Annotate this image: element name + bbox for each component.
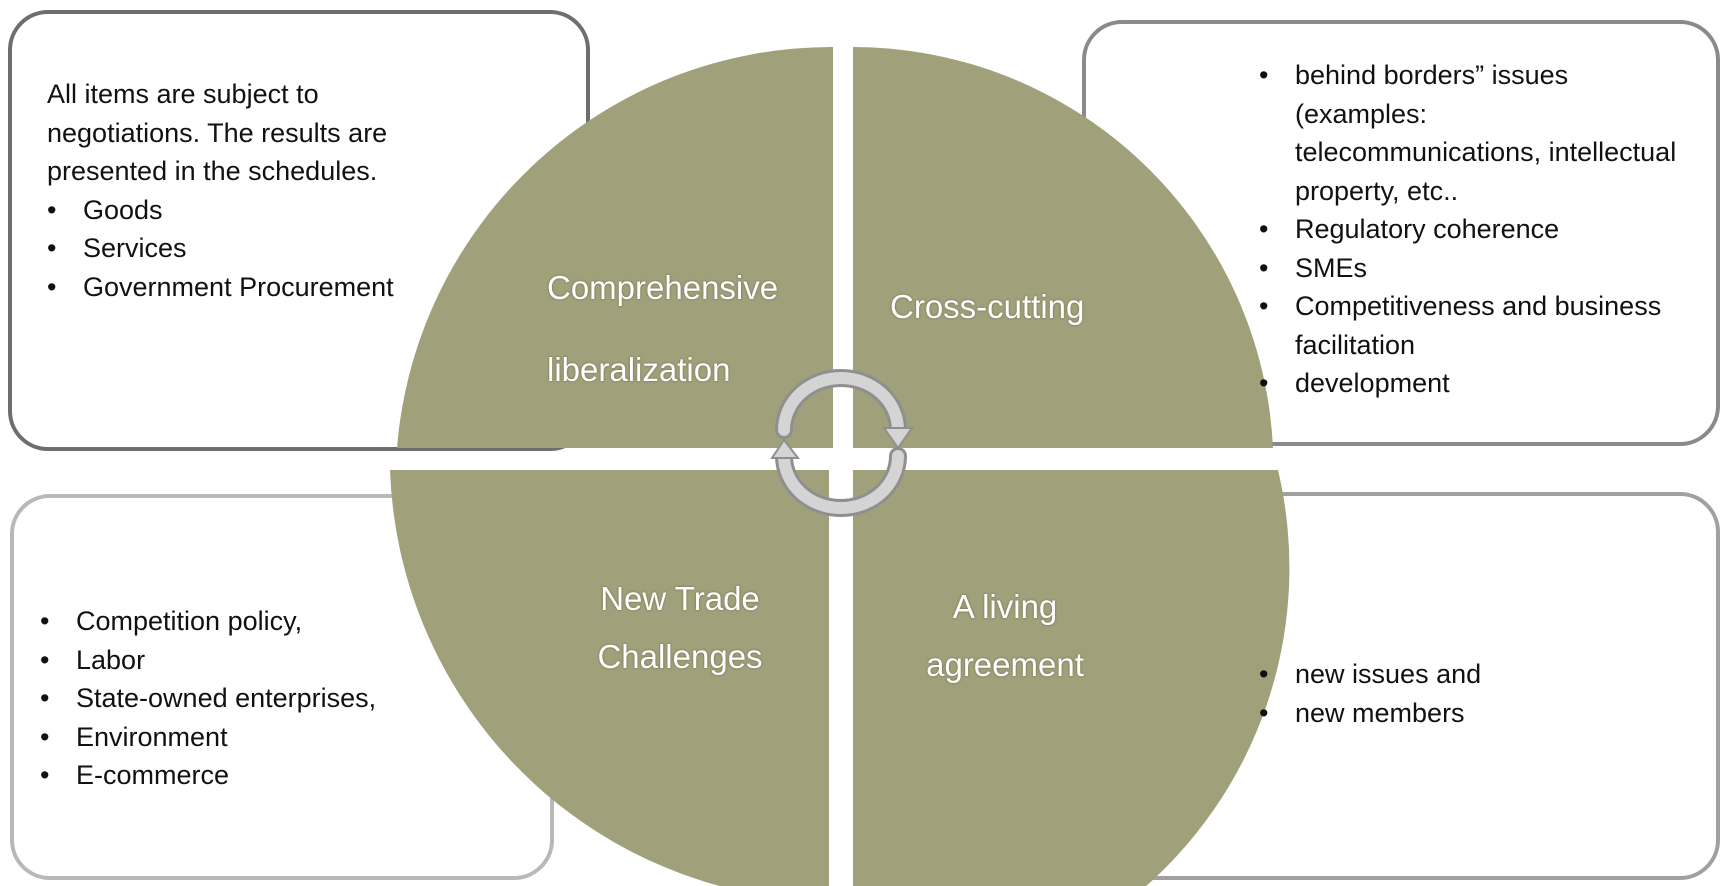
- list-item: Services: [47, 229, 407, 268]
- list-item: Competition policy,: [40, 602, 460, 641]
- top-left-list: Goods Services Government Procurement: [47, 191, 407, 307]
- quadrant-label-living-agreement: A living agreement: [900, 578, 1110, 694]
- list-item: development: [1258, 364, 1678, 403]
- quadrant-label-line: agreement: [926, 646, 1084, 683]
- quadrant-new-trade: [390, 470, 829, 886]
- list-item: new issues and: [1258, 655, 1678, 694]
- quadrant-label-line: Comprehensive: [547, 269, 779, 306]
- quadrant-label-line: liberalization: [547, 351, 731, 388]
- quadrant-comprehensive: [397, 46, 833, 449]
- list-item: Government Procurement: [47, 268, 407, 307]
- list-item: Goods: [47, 191, 407, 230]
- list-item: new members: [1258, 694, 1678, 733]
- quadrant-label-cross-cutting: Cross-cutting: [890, 288, 1085, 325]
- list-item: behind borders” issues (examples: teleco…: [1258, 56, 1678, 210]
- quadrant-label-comprehensive: Comprehensive liberalization: [547, 247, 778, 411]
- bottom-left-text: Competition policy, Labor State-owned en…: [40, 602, 460, 795]
- quadrant-label-line: A living: [952, 588, 1058, 625]
- quadrant-living-agreement: [853, 470, 1290, 886]
- list-item: Environment: [40, 718, 460, 757]
- top-left-intro: All items are subject to negotiations. T…: [47, 79, 388, 186]
- bottom-right-text: new issues and new members: [1258, 655, 1678, 732]
- cycle-arrows-icon: [770, 369, 914, 517]
- top-right-text: behind borders” issues (examples: teleco…: [1258, 56, 1678, 403]
- list-item: Labor: [40, 641, 460, 680]
- bottom-left-list: Competition policy, Labor State-owned en…: [40, 602, 460, 795]
- list-item: E-commerce: [40, 756, 460, 795]
- quadrant-cross-cutting: [853, 47, 1273, 448]
- list-item: State-owned enterprises,: [40, 679, 460, 718]
- quadrant-label-line: New Trade: [600, 580, 760, 617]
- list-item: Regulatory coherence: [1258, 210, 1678, 249]
- quadrant-label-new-trade: New Trade Challenges: [580, 570, 780, 686]
- list-item: Competitiveness and business facilitatio…: [1258, 287, 1678, 364]
- bottom-right-list: new issues and new members: [1258, 655, 1678, 732]
- list-item: SMEs: [1258, 249, 1678, 288]
- top-left-text: All items are subject to negotiations. T…: [47, 75, 407, 306]
- top-right-list: behind borders” issues (examples: teleco…: [1258, 56, 1678, 403]
- quadrant-label-line: Challenges: [597, 638, 763, 675]
